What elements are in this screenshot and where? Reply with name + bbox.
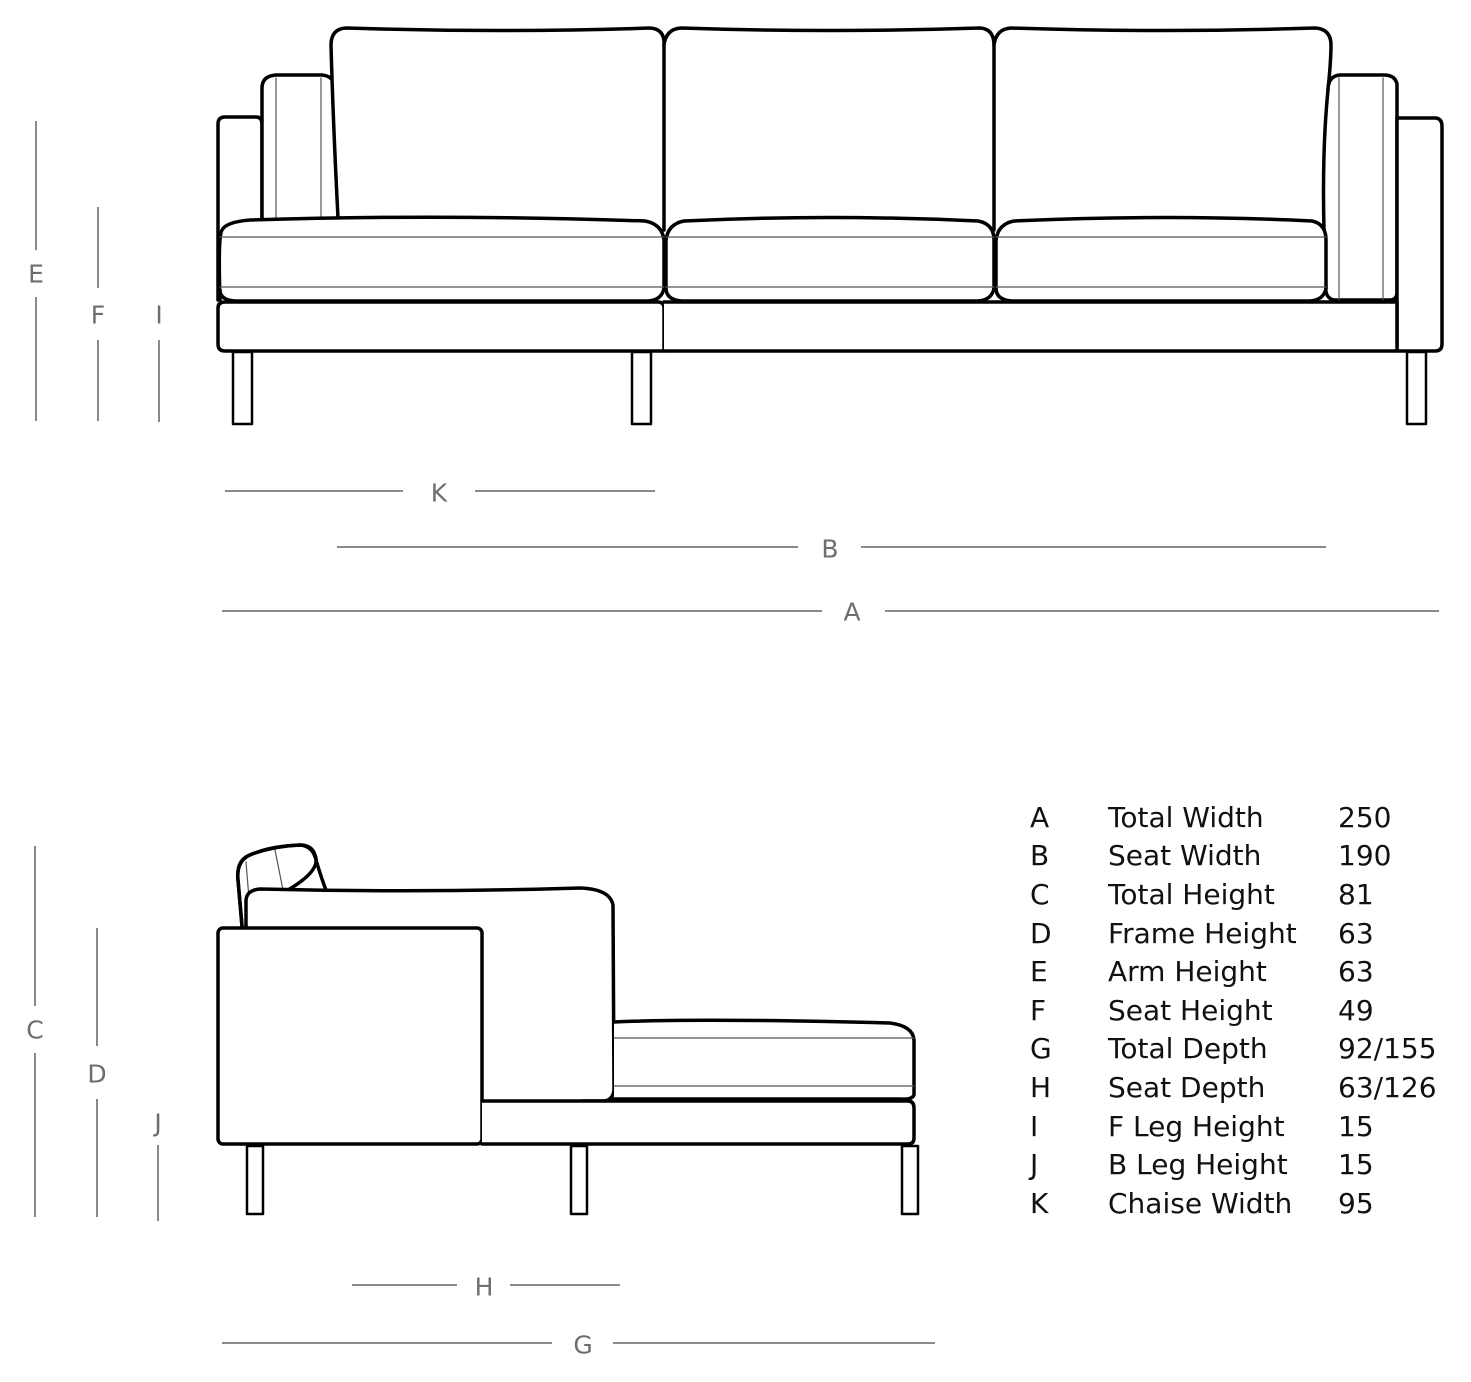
spec-value: 15 (1338, 1148, 1374, 1182)
dimension-label-e: E (28, 259, 44, 289)
dimension-label-a: A (843, 597, 861, 627)
dimension-label-k: K (430, 478, 448, 508)
spec-name: F Leg Height (1108, 1109, 1285, 1143)
side-dimension-lines (34, 846, 935, 1344)
specifications-table: A Total Width 250 B Seat Width 190 C Tot… (1030, 798, 1437, 1223)
spec-code: A (1030, 800, 1050, 834)
dimension-label-d: D (87, 1059, 107, 1089)
spec-value: 63/126 (1338, 1070, 1437, 1104)
spec-code: H (1030, 1070, 1052, 1104)
spec-name: Arm Height (1108, 955, 1267, 989)
spec-code: E (1030, 955, 1048, 989)
table-row: C Total Height 81 (1030, 875, 1437, 914)
side-chaise-cushion (612, 1018, 916, 1101)
spec-code: I (1030, 1109, 1039, 1143)
table-row: A Total Width 250 (1030, 798, 1437, 837)
table-row: G Total Depth 92/155 (1030, 1030, 1437, 1069)
front-view-sofa (216, 26, 1444, 426)
spec-value: 15 (1338, 1109, 1374, 1143)
spec-code: D (1030, 916, 1052, 950)
spec-code: J (1030, 1148, 1039, 1182)
table-row: E Arm Height 63 (1030, 952, 1437, 991)
left-bolster (260, 73, 340, 222)
leg (630, 350, 653, 426)
dimension-label-i: I (155, 300, 163, 330)
leg (231, 350, 254, 426)
back-cushion-3 (992, 26, 1333, 92)
spec-value: 63 (1338, 955, 1374, 989)
table-row: B Seat Width 190 (1030, 837, 1437, 876)
right-arm (1395, 116, 1444, 353)
table-row: J B Leg Height 15 (1030, 1145, 1437, 1184)
dimension-label-c: C (26, 1015, 44, 1045)
front-dimension-lines (35, 121, 1439, 612)
dimension-label-j: J (154, 1108, 162, 1138)
dimension-label-f: F (90, 300, 106, 330)
spec-value: 63 (1338, 916, 1374, 950)
seat-cushion-3 (994, 215, 1328, 303)
spec-code: F (1030, 993, 1047, 1027)
spec-value: 190 (1338, 839, 1392, 873)
right-bolster (1321, 73, 1399, 302)
spec-code: B (1030, 839, 1050, 873)
seat-cushion-2 (664, 215, 996, 303)
spec-code: G (1030, 1032, 1052, 1066)
dimension-label-g: G (573, 1330, 593, 1360)
leg (245, 1144, 265, 1216)
spec-name: Total Height (1108, 877, 1275, 911)
spec-value: 92/155 (1338, 1032, 1437, 1066)
spec-value: 49 (1338, 993, 1374, 1027)
table-row: H Seat Depth 63/126 (1030, 1068, 1437, 1107)
spec-name: B Leg Height (1108, 1148, 1288, 1182)
back-cushion-1 (329, 26, 666, 232)
spec-value: 81 (1338, 877, 1374, 911)
spec-value: 250 (1338, 800, 1392, 834)
leg (569, 1144, 589, 1216)
spec-name: Total Depth (1108, 1032, 1268, 1066)
spec-code: C (1030, 877, 1050, 911)
spec-name: Chaise Width (1108, 1186, 1293, 1220)
side-arm-panel (216, 926, 484, 1146)
spec-name: Frame Height (1108, 916, 1297, 950)
base-frame-main (662, 300, 1399, 353)
dimension-label-b: B (821, 534, 839, 564)
spec-code: K (1030, 1186, 1049, 1220)
spec-name: Seat Width (1108, 839, 1262, 873)
spec-name: Seat Height (1108, 993, 1273, 1027)
table-row: K Chaise Width 95 (1030, 1184, 1437, 1223)
back-cushion-2 (662, 26, 996, 232)
table-row: D Frame Height 63 (1030, 914, 1437, 953)
spec-name: Total Width (1108, 800, 1264, 834)
side-view-sofa (216, 843, 920, 1216)
side-chaise-base (480, 1099, 916, 1146)
spec-value: 95 (1338, 1186, 1374, 1220)
seat-cushion-1 (217, 215, 666, 303)
table-row: I F Leg Height 15 (1030, 1107, 1437, 1146)
leg (900, 1144, 920, 1216)
base-frame-chaise (216, 300, 666, 353)
table-row: F Seat Height 49 (1030, 991, 1437, 1030)
spec-name: Seat Depth (1108, 1070, 1266, 1104)
leg (1405, 350, 1428, 426)
dimension-label-h: H (474, 1272, 494, 1302)
